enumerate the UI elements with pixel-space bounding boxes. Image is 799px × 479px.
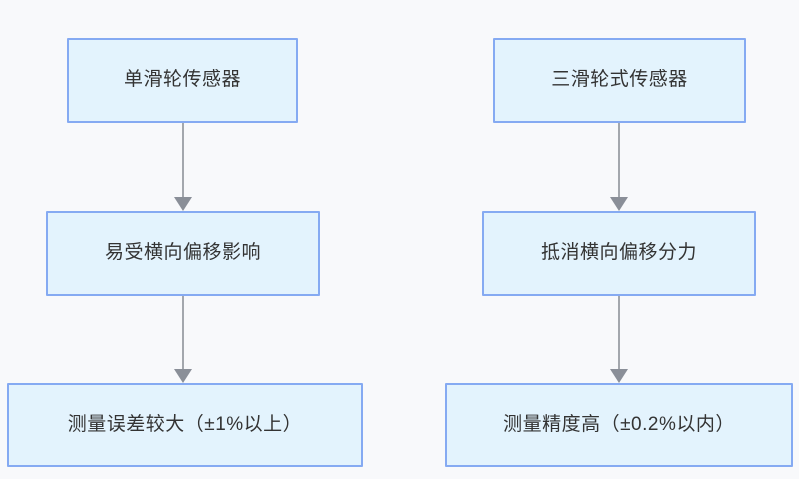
node-label: 易受横向偏移影响 — [104, 242, 261, 264]
arrow-shaft — [618, 296, 620, 370]
arrow-shaft — [182, 123, 184, 198]
node-single-pulley-sensor: 单滑轮传感器 — [67, 38, 298, 123]
arrow-down-icon — [174, 197, 192, 211]
arrow-down-icon — [174, 369, 192, 383]
arrow-down-icon — [610, 369, 628, 383]
node-high-measurement-accuracy: 测量精度高（±0.2%以内） — [445, 383, 793, 467]
arrow-shaft — [182, 296, 184, 370]
node-label: 测量误差较大（±1%以上） — [67, 413, 303, 435]
node-three-pulley-sensor: 三滑轮式传感器 — [493, 38, 746, 123]
node-label: 测量精度高（±0.2%以内） — [503, 413, 735, 435]
node-label: 抵消横向偏移分力 — [540, 242, 697, 264]
node-label: 三滑轮式传感器 — [551, 69, 688, 91]
arrow-shaft — [618, 123, 620, 198]
node-lateral-offset-susceptible: 易受横向偏移影响 — [46, 211, 320, 296]
arrow-left-1 — [173, 123, 193, 211]
arrow-down-icon — [610, 197, 628, 211]
node-label: 单滑轮传感器 — [123, 69, 241, 91]
arrow-right-1 — [609, 123, 629, 211]
node-cancels-lateral-offset: 抵消横向偏移分力 — [482, 211, 756, 296]
node-large-measurement-error: 测量误差较大（±1%以上） — [7, 383, 363, 467]
arrow-right-2 — [609, 296, 629, 383]
arrow-left-2 — [173, 296, 193, 383]
